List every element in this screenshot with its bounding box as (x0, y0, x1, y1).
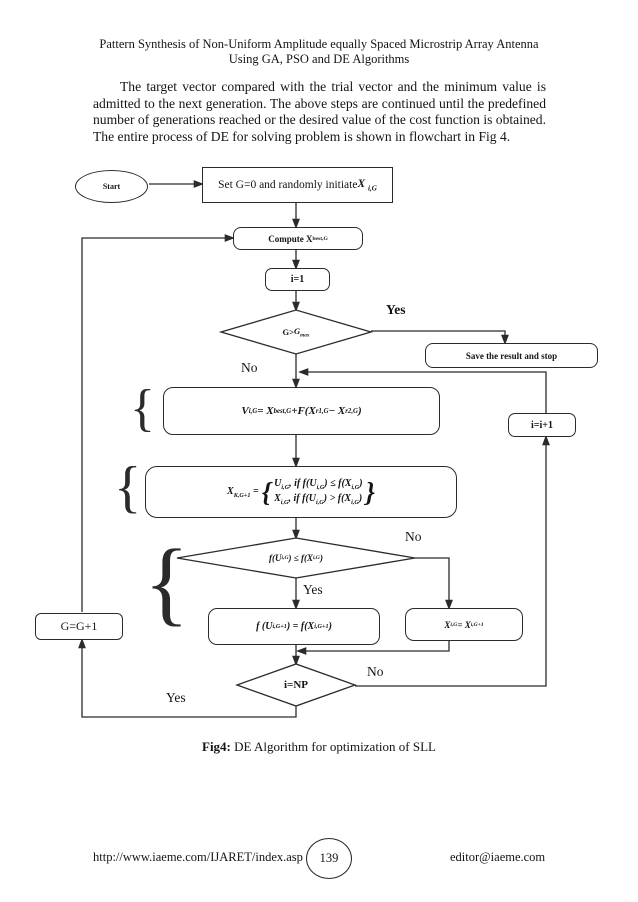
paper-title-line1: Pattern Synthesis of Non-Uniform Amplitu… (99, 37, 539, 51)
xk-lhs: XK,G+1 = (227, 485, 259, 499)
xk-case-2: Xi,G, if f(Ui,G) > f(Xi,G) (274, 493, 363, 506)
close-brace: } (365, 476, 375, 507)
figure-caption: Fig4: DE Algorithm for optimization of S… (0, 739, 638, 755)
selection-xk-box: XK,G+1 = { Ui,G, if f(Ui,G) ≤ f(Xi,G) Xi… (145, 466, 457, 518)
g-increment-box: G=G+1 (35, 613, 123, 640)
fu-decision-shape (176, 537, 416, 579)
body-paragraph: The target vector compared with the tria… (93, 79, 546, 144)
left-brace-decoration-1: { (130, 380, 155, 437)
i-increment-box: i=i+1 (508, 413, 576, 437)
left-brace-decoration-2: { (114, 456, 142, 519)
footer-email: editor@iaeme.com (450, 850, 546, 864)
paper-title-line2: Using GA, PSO and DE Algorithms (228, 52, 410, 66)
yes-label-fu: Yes (303, 582, 323, 597)
figure-caption-text: DE Algorithm for optimization of SLL (230, 739, 436, 754)
i-equals-1-box: i=1 (265, 268, 330, 291)
compute-box: Compute X best,G (233, 227, 363, 250)
left-brace-decoration-3: { (144, 531, 190, 635)
yes-label-inp: Yes (166, 690, 186, 705)
yes-label-gmax: Yes (386, 302, 406, 317)
no-label-inp: No (367, 664, 384, 679)
save-result-box: Save the result and stop (425, 343, 598, 368)
gmax-variable: Gmax (293, 325, 310, 339)
xk-case-1: Ui,G, if f(Ui,G) ≤ f(Xi,G) (274, 477, 363, 491)
inp-decision-label: i=NP (284, 679, 308, 691)
no-label-gmax: No (241, 360, 258, 375)
open-brace: { (261, 476, 272, 507)
start-terminator: Start (75, 170, 148, 203)
gmax-decision-label: G> Gmax (221, 310, 371, 354)
page-number-ellipse: 139 (306, 838, 352, 879)
figure-caption-prefix: Fig4: (202, 739, 231, 754)
set-initialize-box: Set G=0 and randomly initiate X i,G (202, 167, 393, 203)
inp-decision-shape (235, 663, 357, 707)
gmax-decision-shape (218, 309, 374, 355)
set-box-text: Set G=0 and randomly initiate (218, 179, 358, 191)
footer-url: http://www.iaeme.com/IJARET/index.asp (93, 850, 303, 864)
page-number: 139 (319, 851, 339, 865)
selection-formula: XK,G+1 = { Ui,G, if f(Ui,G) ≤ f(Xi,G) Xi… (227, 477, 375, 508)
set-box-variable: X i,G (357, 177, 377, 193)
no-label-fu: No (405, 529, 422, 544)
gmax-prefix: G> (282, 327, 294, 337)
